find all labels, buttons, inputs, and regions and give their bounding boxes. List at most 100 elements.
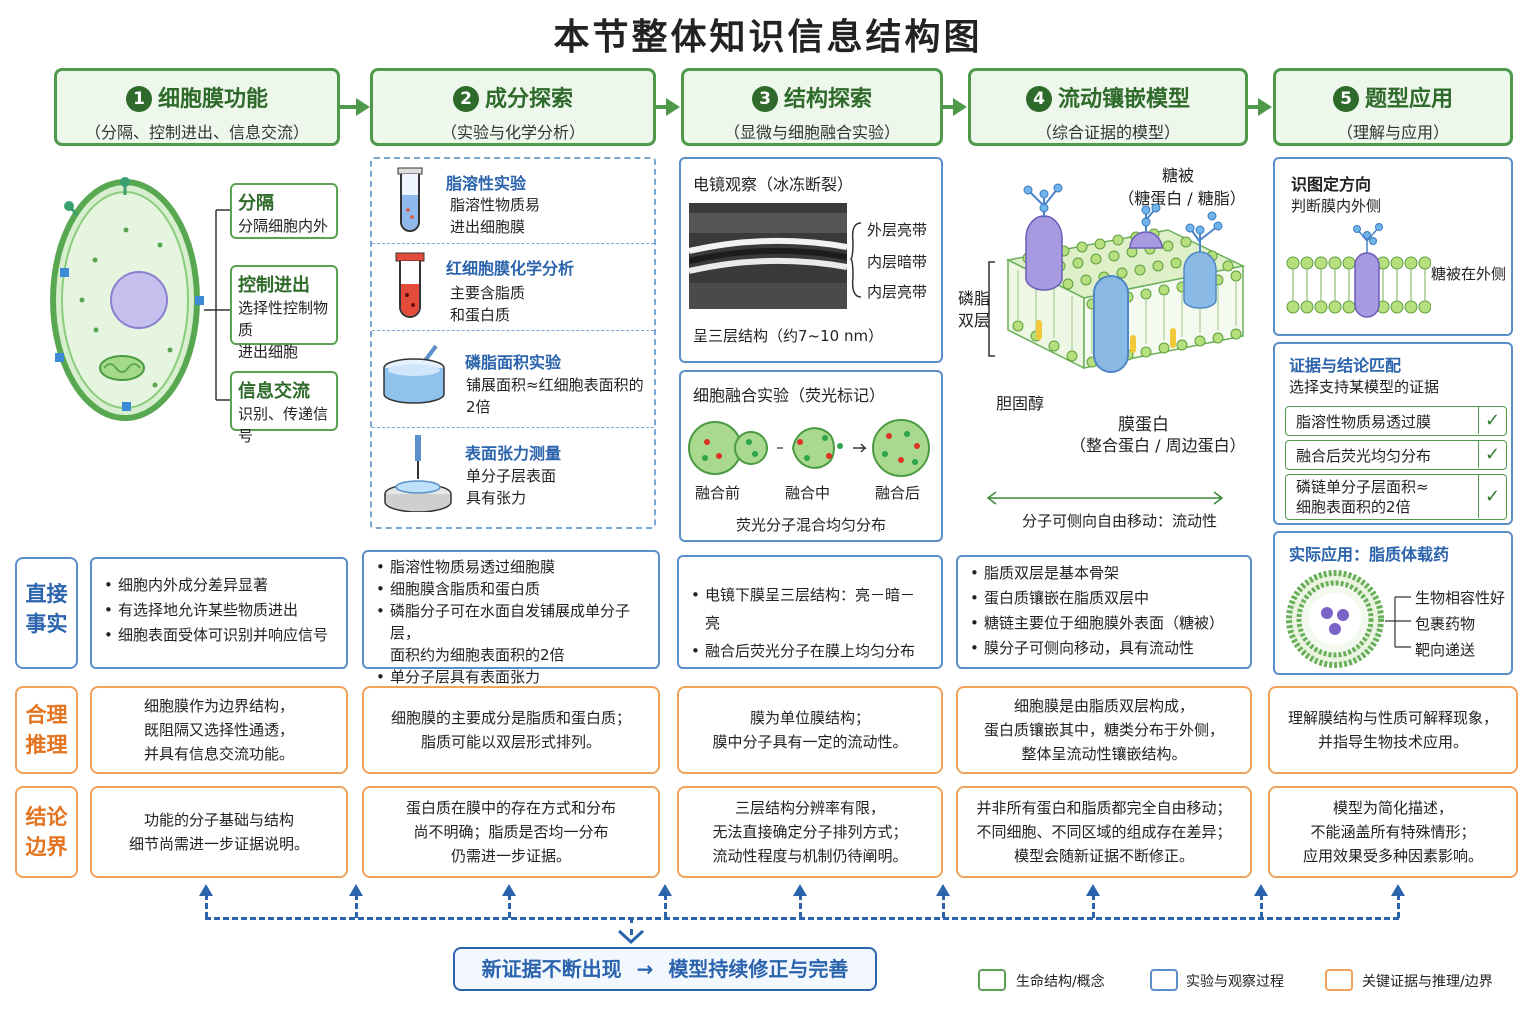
stage-number: 1 [125, 86, 152, 112]
stage-number: 4 [1025, 86, 1052, 112]
fact-item: 融合后荧光分子在膜上均匀分布 [691, 637, 929, 665]
flow-arrow-head [666, 98, 680, 116]
fact-item: 电镜下膜呈三层结构：亮－暗－亮 [691, 581, 929, 637]
facts-card-4: 脂质双层是基本骨架蛋白质镶嵌在脂质双层中糖链主要位于细胞膜外表面（糖被）膜分子可… [956, 555, 1252, 669]
boundary-card-3: 三层结构分辨率有限， 无法直接确定分子排列方式； 流动性程度与机制仍待阐明。 [677, 786, 943, 878]
app-title: 实际应用：脂质体载药 [1289, 545, 1450, 564]
legend-label: 生命结构/概念 [1016, 974, 1105, 990]
match-item: 磷链单分子层面积≈ 细胞表面积的2倍 ✓ [1285, 474, 1507, 520]
experiment-desc: 主要含脂质 和蛋白质 [450, 284, 526, 324]
banner-part1: 新证据不断出现 [481, 957, 622, 981]
stage-title: 流动镶嵌模型 [1057, 87, 1190, 112]
legend-swatch-green [978, 969, 1006, 991]
flow-arrow [656, 105, 668, 109]
membrane-protein-sub: （整合蛋白 / 周边蛋白） [1070, 436, 1246, 455]
fluid-mosaic-model [1005, 183, 1246, 373]
liposome-bracket [1385, 596, 1411, 648]
legend-label: 实验与观察过程 [1186, 974, 1284, 990]
stage-title: 题型应用 [1364, 87, 1453, 112]
flow-arrow [340, 105, 358, 109]
fact-item: 蛋白质镶嵌在脂质双层中 [970, 586, 1238, 611]
experiment-title: 磷脂面积实验 [465, 353, 562, 372]
down-arrow [617, 929, 645, 945]
up-arrow [1391, 884, 1405, 896]
up-arrow [658, 884, 672, 896]
legend-swatch-blue [1150, 969, 1178, 991]
glycocalyx-sub: （糖蛋白 / 糖脂） [1118, 189, 1246, 208]
em-caption: 呈三层结构（约7~10 nm） [693, 327, 884, 345]
glycocalyx-label: 糖被 [1161, 166, 1194, 185]
reasoning-card-4: 细胞膜是由脂质双层构成， 蛋白质镶嵌其中，糖类分布于外侧， 整体呈流动性镶嵌结构… [956, 686, 1252, 774]
page-title: 本节整体知识信息结构图 [553, 17, 983, 58]
fusion-diagram [688, 419, 930, 477]
lateral-movement-arrow [986, 491, 1224, 505]
app-item: 包裹药物 [1415, 615, 1476, 633]
function-title: 控制进出 [238, 275, 310, 296]
function-control-card: 控制进出 选择性控制物质 进出细胞 [230, 265, 338, 361]
fact-item: 脂溶性物质易透过细胞膜 [376, 556, 646, 578]
orient-title: 识图定方向 [1291, 175, 1372, 194]
feedback-line [205, 894, 208, 918]
stage-subtitle: （综合证据的模型） [1035, 123, 1180, 142]
orientation-membrane-icon [1286, 223, 1431, 318]
boundary-card-1: 功能的分子基础与结构 细节尚需进一步证据说明。 [90, 786, 348, 878]
stage-title: 成分探索 [484, 87, 573, 112]
app-item: 生物相容性好 [1415, 589, 1506, 607]
match-title: 证据与结论匹配 [1289, 356, 1402, 375]
up-arrow [793, 884, 807, 896]
stage-subtitle: （理解与应用） [1336, 123, 1449, 142]
stage-number: 3 [751, 86, 778, 112]
legend-swatch-orange [1325, 969, 1353, 991]
feedback-line [508, 894, 511, 918]
flow-arrow [943, 105, 955, 109]
feedback-line [1260, 894, 1263, 918]
function-title: 信息交流 [238, 381, 310, 402]
facts-card-3: 电镜下膜呈三层结构：亮－暗－亮融合后荧光分子在膜上均匀分布 [677, 555, 943, 669]
row-label-facts: 直接 事实 [15, 557, 78, 669]
arrow-right-icon: → [636, 957, 654, 981]
fact-item: 脂质双层是基本骨架 [970, 561, 1238, 586]
match-item: 脂溶性物质易透过膜 ✓ [1285, 406, 1507, 436]
experiment-desc: 单分子层表面 具有张力 [466, 467, 557, 507]
fact-item: 细胞内外成分差异显著 [104, 573, 334, 598]
flow-arrow [1248, 105, 1260, 109]
connector-bracket [204, 209, 230, 401]
feedback-line [355, 894, 358, 918]
reasoning-card-2: 细胞膜的主要成分是脂质和蛋白质； 脂质可能以双层形式排列。 [362, 686, 660, 774]
stage-subtitle: （实验与化学分析） [440, 123, 585, 142]
fact-item: 细胞膜含脂质和蛋白质 [376, 578, 646, 600]
evidence-match-panel: 证据与结论匹配 选择支持某模型的证据 脂溶性物质易透过膜 ✓ 融合后荧光均匀分布… [1273, 342, 1513, 525]
orient-sub: 判断膜内外侧 [1291, 197, 1382, 215]
fact-item: 细胞表面受体可识别并响应信号 [104, 623, 334, 648]
experiment-title: 红细胞膜化学分析 [446, 259, 575, 278]
feedback-line [942, 894, 945, 918]
membrane-protein-label: 膜蛋白 [1118, 415, 1169, 435]
phospholipid-label: 磷脂 双层 [958, 289, 991, 330]
function-desc: 选择性控制物质 进出细胞 [238, 299, 329, 361]
up-arrow [502, 884, 516, 896]
feedback-line [205, 917, 1399, 920]
app-item: 靶向递送 [1415, 641, 1476, 659]
stage-subtitle: （分隔、控制进出、信息交流） [84, 123, 309, 142]
legend-label: 关键证据与推理/边界 [1362, 974, 1493, 990]
em-title: 电镜观察（冰冻断裂） [693, 175, 854, 194]
fact-item: 有选择地允许某些物质进出 [104, 598, 334, 623]
check-icon: ✓ [1478, 407, 1506, 434]
row-label-reasoning: 合理 推理 [15, 686, 78, 774]
reasoning-card-3: 膜为单位膜结构； 膜中分子具有一定的流动性。 [677, 686, 943, 774]
fact-item: 单分子层具有表面张力 [376, 666, 646, 688]
fusion-caption: 荧光分子混合均匀分布 [735, 516, 886, 534]
stage-subtitle: （显微与细胞融合实验） [723, 123, 900, 142]
fact-item: 糖链主要位于细胞膜外表面（糖被） [970, 611, 1238, 636]
blood-tube-icon [395, 252, 425, 318]
up-arrow [936, 884, 950, 896]
boundary-card-2: 蛋白质在膜中的存在方式和分布 尚不明确；脂质是否均一分布 仍需进一步证据。 [362, 786, 660, 878]
stage-number: 2 [452, 86, 479, 112]
em-micrograph [689, 203, 847, 309]
feedback-line [799, 894, 802, 918]
feedback-line [1397, 894, 1400, 918]
em-label: 内层亮带 [867, 283, 928, 301]
